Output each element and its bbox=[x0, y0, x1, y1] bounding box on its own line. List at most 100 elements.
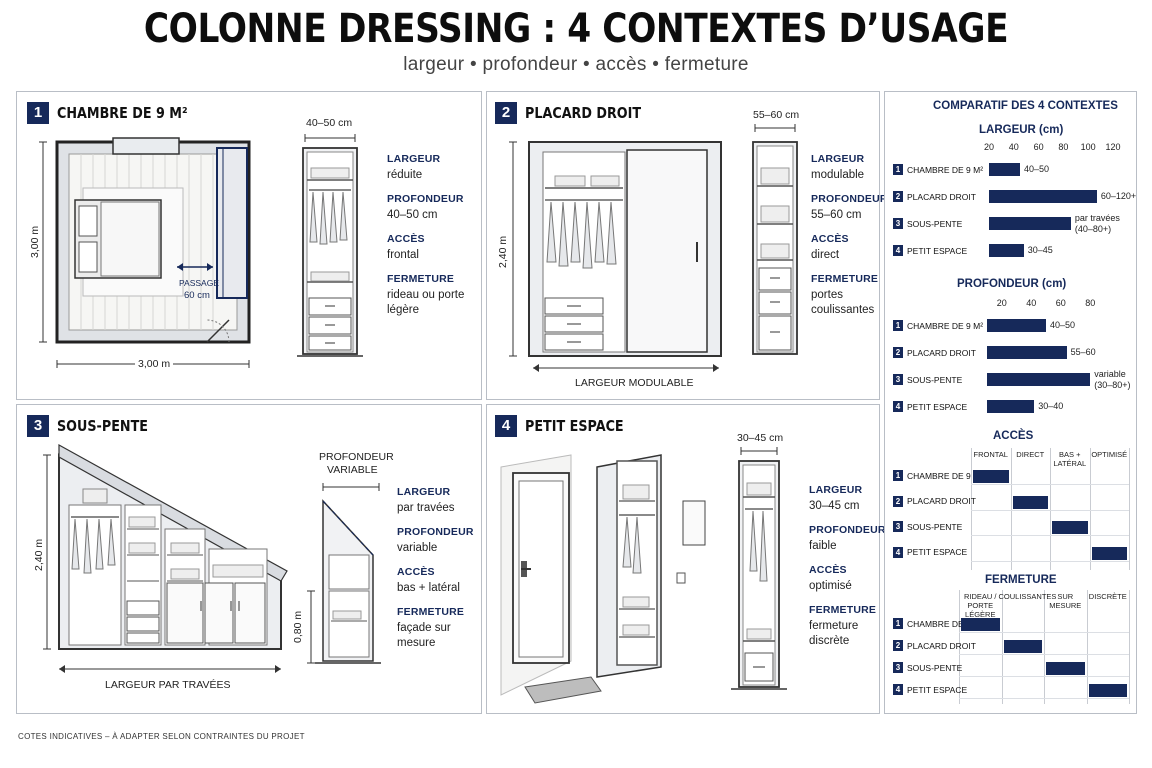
spec-key: PROFONDEUR bbox=[397, 526, 474, 538]
bar-value-label-sub: (30–80+) bbox=[1094, 380, 1131, 390]
grid-line bbox=[1129, 448, 1130, 570]
spec-value: variable bbox=[397, 541, 438, 554]
spec-key: FERMETURE bbox=[397, 606, 465, 618]
selection-mark bbox=[961, 618, 1000, 631]
axis-tick-label: 60 bbox=[1055, 298, 1066, 308]
row-label-text: SOUS-PENTE bbox=[907, 521, 963, 532]
spec-key: FERMETURE bbox=[811, 273, 879, 285]
axis-tick-label: 100 bbox=[1080, 142, 1096, 152]
bar-mark bbox=[989, 217, 1071, 230]
grid-line bbox=[959, 698, 1129, 699]
row-number-badge: 4 bbox=[893, 401, 903, 412]
row-number-badge: 4 bbox=[893, 684, 903, 695]
grid-line bbox=[959, 654, 1129, 655]
spec-value: direct bbox=[811, 248, 840, 261]
axis-tick-label: 80 bbox=[1085, 298, 1096, 308]
panel-title: SOUS-PENTE bbox=[57, 417, 148, 435]
page-subtitle: largeur • profondeur • accès • fermeture bbox=[403, 54, 749, 75]
chart-title: LARGEUR (cm) bbox=[979, 124, 1064, 136]
column-header: OPTIMISÉ bbox=[1091, 450, 1128, 459]
spec-value: optimisé bbox=[809, 579, 852, 592]
bar-value-label: 30–40 bbox=[1038, 401, 1064, 411]
column-header: DIRECT bbox=[1016, 450, 1045, 459]
spec-key: PROFONDEUR bbox=[811, 193, 888, 205]
panel-title: CHAMBRE DE 9 M² bbox=[57, 104, 188, 122]
column-header: SUR MESURE bbox=[1049, 592, 1082, 610]
panel-number-badge: 4 bbox=[495, 415, 517, 437]
bar-value-label: 60–120+ bbox=[1100, 191, 1137, 201]
row-number-badge: 1 bbox=[893, 164, 903, 175]
bar-value-label: 30–45 bbox=[1027, 245, 1053, 255]
chart-title: PROFONDEUR (cm) bbox=[957, 278, 1067, 290]
axis-tick-label: 60 bbox=[1033, 142, 1044, 152]
column-width-dim: 30–45 cm bbox=[737, 432, 784, 444]
bar-value-label: 40–50 bbox=[1050, 320, 1076, 330]
spec-value: 40–50 cm bbox=[387, 208, 438, 221]
chart-title: ACCÈS bbox=[993, 430, 1034, 442]
low-height-dim: 0,80 m bbox=[292, 610, 304, 643]
selection-mark bbox=[1088, 684, 1127, 697]
panel-petit-espace: 4 PETIT ESPACE 30–45 cm bbox=[486, 404, 885, 714]
spec-value: 30–45 cm bbox=[809, 499, 860, 512]
grid-line bbox=[1050, 448, 1051, 570]
axis-tick-label: 80 bbox=[1058, 142, 1069, 152]
row-label-text: SOUS-PENTE bbox=[907, 662, 963, 673]
row-number-badge: 2 bbox=[893, 191, 903, 202]
grid-line bbox=[1086, 590, 1088, 704]
spec-value: frontal bbox=[387, 248, 419, 261]
row-number-badge: 2 bbox=[893, 347, 903, 358]
row-label-text: PETIT ESPACE bbox=[907, 401, 968, 412]
room-height-dim: 3,00 m bbox=[29, 225, 41, 258]
grid-line bbox=[1129, 590, 1130, 704]
spec-value: réduite bbox=[387, 168, 423, 181]
row-label: 1 CHAMBRE DE 9 M² bbox=[893, 164, 983, 175]
selection-mark bbox=[1046, 662, 1085, 675]
grid-line bbox=[959, 676, 1129, 677]
selection-mark bbox=[1012, 495, 1048, 509]
bar-mark bbox=[987, 319, 1046, 332]
grid-line bbox=[971, 484, 1129, 485]
row-number-badge: 3 bbox=[893, 218, 903, 229]
row-label: 4 PETIT ESPACE bbox=[893, 401, 967, 412]
depth-label: PROFONDEUR bbox=[319, 451, 394, 463]
spec-value: par travées bbox=[397, 501, 455, 514]
row-label-text: PLACARD DROIT bbox=[907, 347, 976, 358]
depth-label-2: VARIABLE bbox=[327, 464, 378, 476]
bar-value-label: 40–50 bbox=[1024, 164, 1050, 174]
spec-key: PROFONDEUR bbox=[387, 193, 464, 205]
bar-value-label: par travées(40–80+) bbox=[1075, 213, 1139, 235]
row-number-badge: 1 bbox=[893, 618, 903, 629]
height-dim: 2,40 m bbox=[497, 235, 509, 268]
selection-mark bbox=[973, 470, 1009, 483]
grid-line bbox=[971, 560, 1129, 562]
row-label-text: SOUS-PENTE bbox=[907, 374, 963, 385]
row-label-text: CHAMBRE DE 9 M² bbox=[907, 164, 984, 175]
column-width-dim: 40–50 cm bbox=[306, 117, 353, 129]
grid-line bbox=[971, 448, 972, 570]
axis-tick-label: 40 bbox=[1026, 298, 1037, 308]
column-header: BAS + LATÉRAL bbox=[1053, 450, 1087, 468]
row-number-badge: 1 bbox=[893, 320, 903, 331]
selection-mark bbox=[1003, 640, 1042, 653]
footer-note: COTES INDICATIVES – À ADAPTER SELON CONT… bbox=[18, 732, 305, 741]
spec-value: rideau ou porte légère bbox=[387, 288, 465, 317]
row-number-badge: 3 bbox=[893, 374, 903, 385]
grid-line bbox=[959, 590, 960, 704]
spec-value: faible bbox=[809, 539, 837, 552]
spec-key: LARGEUR bbox=[811, 153, 865, 165]
selection-mark bbox=[1052, 521, 1088, 534]
axis-tick-label: 40 bbox=[1008, 142, 1019, 152]
row-label-text: PLACARD DROIT bbox=[907, 640, 976, 651]
panel-placard: 2 PLACARD DROIT 2,40 m LARGEUR bbox=[486, 91, 888, 400]
grid-line bbox=[1001, 590, 1003, 704]
